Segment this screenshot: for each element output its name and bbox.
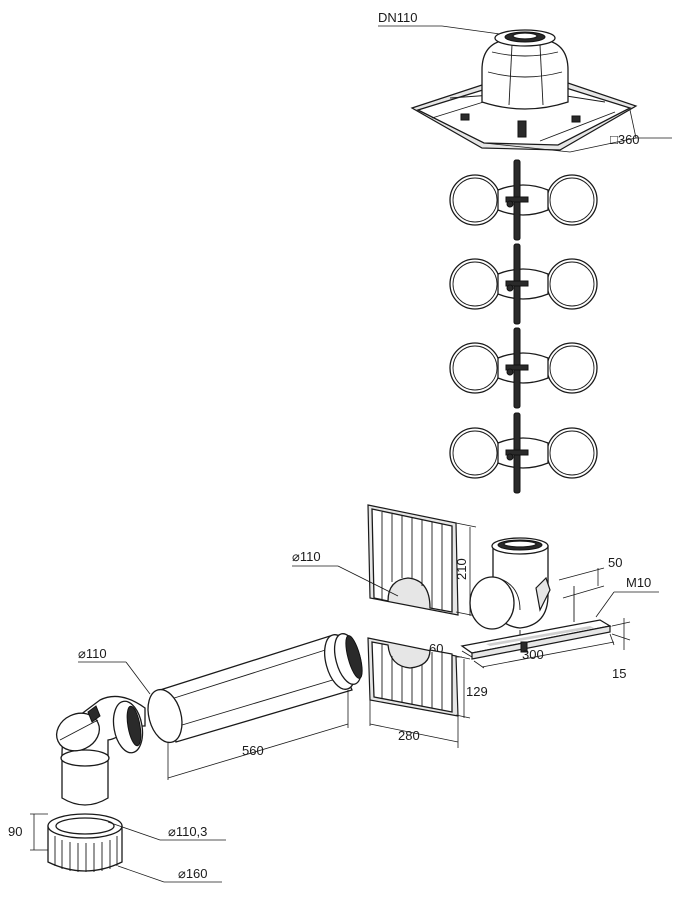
long-pipe [147,633,363,744]
wall-pipe-dia-callout: ⌀110 [292,549,399,597]
elbow-with-flap [56,695,146,806]
bracket-width-dimension: 50 [558,555,622,599]
pipe-clamp-2 [449,243,598,325]
bracket-length-dimension: 300 [473,633,615,669]
wall-pipe-dia-label: ⌀110 [292,549,321,564]
bracket-height-label: 15 [612,666,626,681]
wall-plate-upper [367,504,459,616]
pipe-clamp-1 [449,159,598,241]
sleeve-height-dimension: 90 [8,813,48,851]
sleeve [47,813,123,872]
sleeve-height-label: 90 [8,824,22,839]
wall-lower-height-label: 129 [466,684,488,699]
wall-width-dimension: 280 [369,700,459,748]
pipe-length-label: 560 [242,743,264,758]
elbow-pipe-dia-label: ⌀110 [78,646,107,661]
bracket-height-dimension: 15 [611,618,631,681]
wall-bracket [460,586,612,660]
pipe-clamp-3 [449,327,598,409]
roof-width-dimension: □360 [483,109,672,153]
bracket-width-label: 50 [608,555,622,570]
pipe-length-dimension: 560 [167,690,349,780]
sleeve-inner-dia-callout: ⌀110,3 [107,821,226,841]
roof-flashing [410,29,638,151]
elbow-pipe-dia-callout: ⌀110 [78,646,151,695]
roof-square-label: □360 [610,132,640,147]
sleeve-outer-dia-label: ⌀160 [178,866,208,881]
wall-plate-lower [367,637,459,717]
tee-fitting [469,537,551,642]
sleeve-outer-dia-callout: ⌀160 [117,865,222,883]
roof-dn-callout: DN110 [378,10,501,35]
sleeve-inner-dia-label: ⌀110,3 [168,824,207,839]
bracket-bolt-label: M10 [626,575,651,590]
pipe-clamp-4 [449,412,598,494]
wall-width-label: 280 [398,728,420,743]
wall-height-label: 210 [454,558,469,580]
bracket-bolt-callout: M10 [595,575,659,618]
wall-lower-height-dimension: 129 [455,655,488,719]
bracket-length-label: 300 [522,647,544,662]
roof-dn-label: DN110 [378,10,418,25]
